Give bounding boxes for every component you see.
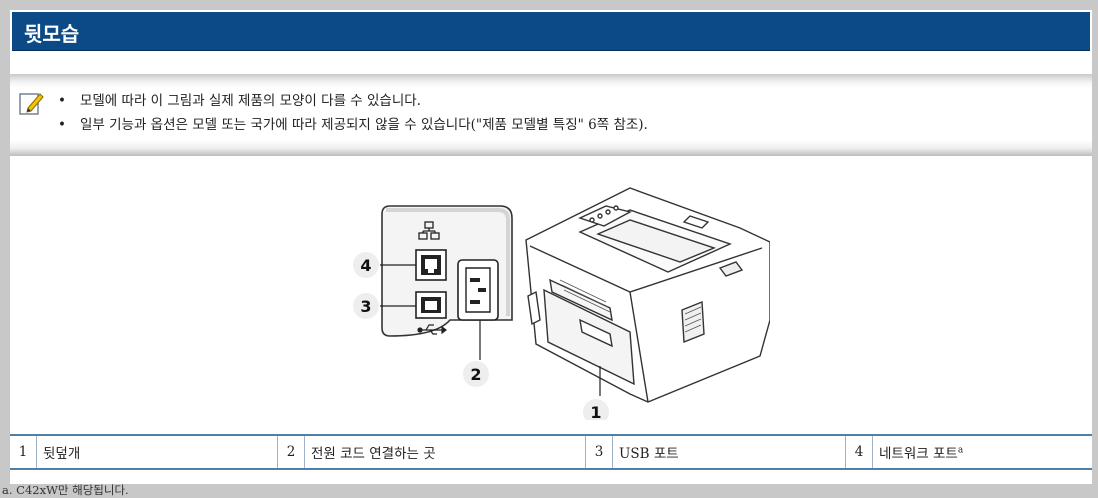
note-list: 모델에 따라 이 그림과 실제 제품의 모양이 다를 수 있습니다. 일부 기능… [58,89,648,137]
table-row: 1 뒷덮개 2 전원 코드 연결하는 곳 3 USB 포트 4 네트워크 포트a [10,435,1092,469]
note-item: 일부 기능과 옵션은 모델 또는 국가에 따라 제공되지 않을 수 있습니다("… [58,113,648,137]
callout-label: 3 [360,297,371,316]
part-number: 3 [585,435,613,469]
ethernet-port [415,249,447,281]
parts-table: 1 뒷덮개 2 전원 코드 연결하는 곳 3 USB 포트 4 네트워크 포트a [10,434,1092,470]
printer-body [525,187,770,403]
callout-label: 2 [470,365,481,384]
printer-rear-figure: 4 3 2 1 [353,187,770,420]
callout-leaders [380,264,601,396]
power-socket [457,259,499,321]
callout-badge-4: 4 [353,252,379,278]
note-item: 모델에 따라 이 그림과 실제 제품의 모양이 다를 수 있습니다. [58,89,648,113]
printer-vents [559,279,702,333]
part-number: 2 [277,435,305,469]
footnote: a. C42xW만 해당됩니다. [2,483,129,497]
callout-label: 4 [360,256,371,275]
manual-page: 뒷모습 모델에 따라 이 그림과 실제 제품의 모양이 다를 수 있습니다. 일… [10,10,1092,484]
part-number: 4 [845,435,873,469]
callout-badge-2: 2 [463,361,489,387]
part-label: 뒷덮개 [36,435,278,469]
section-title: 뒷모습 [24,22,80,46]
part-number: 1 [18,444,28,460]
usb-icon [417,324,447,335]
usb-port [415,291,447,319]
note-pencil-icon [18,90,44,116]
footnote-ref: a [957,445,964,456]
part-label: 네트워크 포트 [879,446,958,462]
part-label: 전원 코드 연결하는 곳 [304,435,586,469]
note-box: 모델에 따라 이 그림과 실제 제품의 모양이 다를 수 있습니다. 일부 기능… [10,74,1092,156]
network-icon [418,221,440,240]
section-title-bar: 뒷모습 [12,12,1090,51]
part-label-network: 네트워크 포트a [872,435,1092,469]
callout-badge-1: 1 [583,399,609,420]
callout-badge-3: 3 [353,293,379,319]
part-label: USB 포트 [612,435,846,469]
callout-label: 1 [590,403,601,420]
